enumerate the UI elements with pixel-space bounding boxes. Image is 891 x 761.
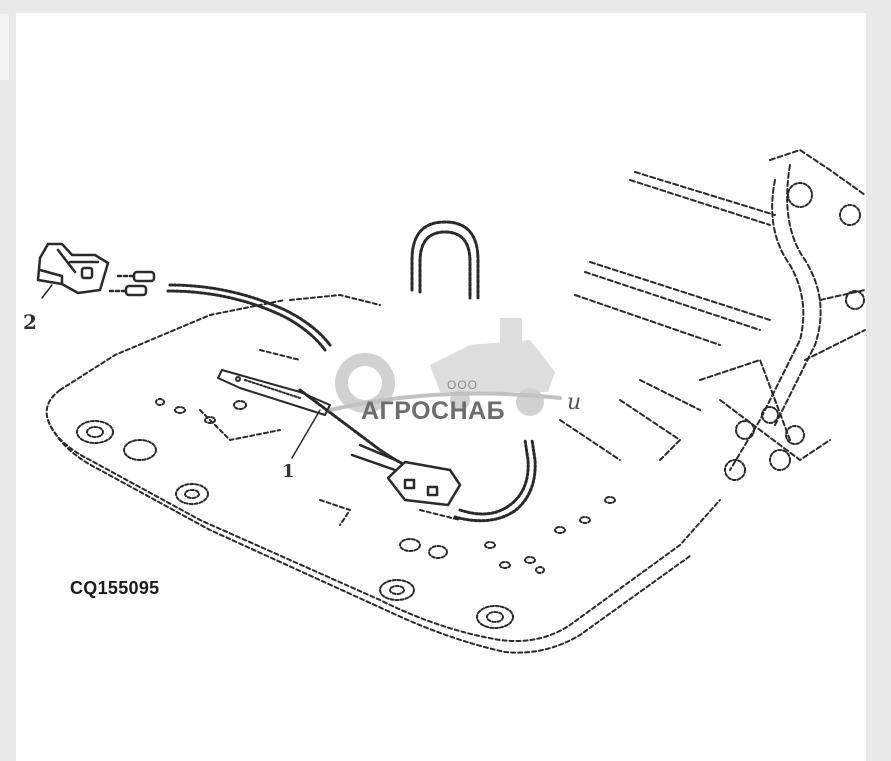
- watermark-brand-text: АГРОСНАБ: [361, 397, 506, 425]
- callout-2-label: 2: [23, 310, 37, 334]
- callout-leaders: [41, 284, 321, 459]
- platform-holes: [76, 398, 616, 629]
- terminal-pins: [108, 270, 156, 297]
- left-edge-strip: [0, 14, 10, 80]
- watermark-small-text: ООО: [447, 378, 479, 392]
- right-bolts: [724, 182, 865, 481]
- diagram-sheet: 2 1 u CQ155095 ООО АГРОСНАБ: [16, 13, 866, 761]
- frame-rails: [559, 149, 866, 471]
- callout-1-label: 1: [282, 461, 295, 482]
- center-connector: [350, 443, 462, 507]
- watermark-logo: [328, 318, 562, 416]
- connector-2: [36, 242, 110, 295]
- figure-code: CQ155095: [70, 578, 160, 598]
- platform-details: [199, 349, 461, 526]
- tractor-chassis-drawing: [36, 149, 866, 654]
- sensor-bracket: [217, 369, 331, 416]
- extra-mark: u: [567, 390, 582, 415]
- harness-left: [166, 283, 332, 352]
- platform-outline: [45, 294, 721, 654]
- harness-loop: [410, 220, 480, 300]
